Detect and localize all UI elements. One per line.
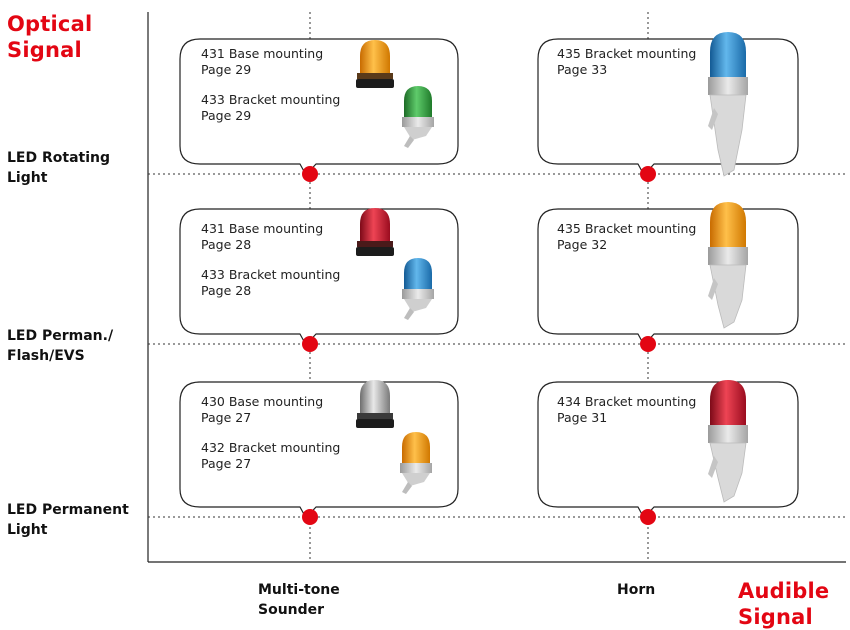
bubble-r1c1-text: 435 Bracket mounting Page 32 [557,221,696,253]
page-ref: Page 28 [201,283,252,298]
product-line: 435 Bracket mounting [557,221,697,236]
orange-bracket-lamp-icon [400,432,432,494]
red-dot-r2c1 [640,509,656,525]
blue-bracket-lamp-icon [402,258,434,320]
page-ref: Page 28 [201,237,252,252]
column-label-line: Multi-tone [258,582,340,598]
bubble-r2c0-text: 430 Base mounting Page 27 432 Bracket mo… [201,394,340,472]
row-label-line: LED Permanent [7,502,129,518]
page-ref: Page 29 [201,108,252,123]
bubble-r1c0-text: 431 Base mounting Page 28 433 Bracket mo… [201,221,340,299]
page-ref: Page 32 [557,237,608,252]
silver-base-lamp-icon [356,380,394,428]
audible-title-line2: Signal [738,605,813,629]
column-label-horn: Horn [617,580,655,600]
product-line: 431 Base mounting [201,221,324,236]
row-label-led-permanent: LED Permanent Light [7,500,129,540]
row-label-line: LED Perman./ [7,328,114,344]
column-label-multitone-sounder: Multi-tone Sounder [258,580,340,620]
red-dot-r1c0 [302,336,318,352]
optical-title-line2: Signal [7,38,82,62]
product-line: 431 Base mounting [201,46,324,61]
row-label-line: Light [7,170,48,186]
page-ref: Page 33 [557,62,608,77]
red-dot-r0c1 [640,166,656,182]
intersection-dots [302,166,656,525]
product-line: 430 Base mounting [201,394,324,409]
column-label-line: Horn [617,582,656,598]
audible-signal-title: Audible Signal [738,578,829,630]
optical-title-line1: Optical [7,12,93,36]
optical-signal-title: Optical Signal [7,11,92,63]
green-bracket-lamp-icon [402,86,434,148]
red-dot-r2c0 [302,509,318,525]
orange-bracket-lamp-icon [708,202,748,329]
bubble-r0c0-text: 431 Base mounting Page 29 433 Bracket mo… [201,46,340,124]
red-bracket-lamp-icon [708,380,748,503]
row-label-line: Flash/EVS [7,348,85,364]
row-label-line: LED Rotating [7,150,110,166]
product-line: 433 Bracket mounting [201,267,341,282]
row-label-line: Light [7,522,48,538]
orange-base-lamp-icon [356,40,394,88]
bubble-r2c1-text: 434 Bracket mounting Page 31 [557,394,696,426]
product-line: 435 Bracket mounting [557,46,697,61]
page-ref: Page 27 [201,410,252,425]
red-base-lamp-icon [356,208,394,256]
audible-title-line1: Audible [738,579,830,603]
blue-bracket-lamp-icon [708,32,748,177]
page-ref: Page 27 [201,456,252,471]
product-line: 432 Bracket mounting [201,440,341,455]
red-dot-r1c1 [640,336,656,352]
red-dot-r0c0 [302,166,318,182]
product-line: 434 Bracket mounting [557,394,697,409]
row-label-led-rotating: LED Rotating Light [7,148,110,188]
row-label-led-perman-flash: LED Perman./ Flash/EVS [7,326,113,366]
column-label-line: Sounder [258,602,325,618]
bubble-r0c1-text: 435 Bracket mounting Page 33 [557,46,696,78]
page-ref: Page 29 [201,62,252,77]
product-line: 433 Bracket mounting [201,92,341,107]
page-ref: Page 31 [557,410,608,425]
